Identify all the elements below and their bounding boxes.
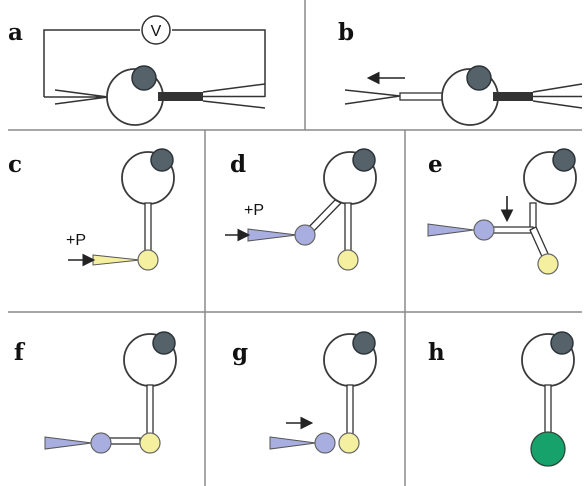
neurite — [346, 384, 354, 435]
neurite — [529, 202, 537, 229]
panel-label-e: e — [428, 151, 443, 178]
panel-label-g: g — [232, 339, 248, 366]
panel-label-a: a — [8, 19, 23, 46]
yellow-cell — [337, 249, 359, 271]
neurite — [146, 384, 154, 435]
yellow-cell — [137, 249, 159, 271]
neurite — [344, 202, 352, 255]
panel-g: g — [232, 331, 377, 454]
pipette-tube — [399, 92, 446, 101]
panel-e: e — [427, 148, 577, 275]
recording-pipette — [44, 89, 109, 105]
blue-pipette — [44, 436, 93, 450]
blue-pipette — [247, 228, 298, 242]
nucleus — [552, 148, 576, 172]
voltmeter — [141, 15, 171, 45]
blue-cell — [90, 432, 112, 454]
panel-b: b — [338, 19, 583, 126]
circuit-wire — [43, 29, 140, 97]
electrode — [158, 92, 203, 101]
blue-cell — [294, 224, 316, 246]
neurite — [544, 384, 552, 434]
blue-pipette — [427, 223, 475, 237]
pipette-tip — [344, 89, 401, 105]
panel-label-h: h — [428, 339, 445, 366]
electrode-tip — [532, 83, 583, 109]
circuit-wire — [172, 29, 266, 97]
nucleus — [152, 331, 176, 355]
yellow-pipette — [92, 254, 141, 266]
neurite-branch — [109, 437, 141, 445]
blue-cell — [314, 432, 336, 454]
neurite-branch — [492, 226, 534, 234]
nucleus — [550, 331, 574, 355]
nucleus — [352, 331, 376, 355]
panel-d: d +P — [225, 148, 377, 271]
neurite — [144, 202, 152, 255]
panel-label-b: b — [338, 19, 354, 46]
green-cell — [530, 431, 566, 467]
panel-label-d: d — [230, 151, 246, 178]
panel-h: h — [428, 331, 575, 467]
nucleus — [150, 148, 174, 172]
electrode — [493, 92, 533, 101]
panel-label-f: f — [14, 339, 26, 366]
blue-pipette — [269, 436, 317, 450]
panel-c: c +P — [8, 148, 175, 271]
nucleus — [466, 65, 492, 91]
nucleus — [352, 148, 376, 172]
electrode-tip — [202, 83, 266, 109]
panel-f: f — [14, 331, 177, 454]
yellow-cell — [537, 253, 559, 275]
voltmeter-symbol: V — [151, 23, 162, 40]
nucleus — [131, 65, 157, 91]
pressure-label: +P — [244, 202, 264, 219]
panel-a: a V — [8, 15, 266, 126]
blue-cell — [473, 219, 495, 241]
yellow-cell — [139, 432, 161, 454]
panel-label-c: c — [8, 151, 22, 178]
yellow-cell — [338, 432, 360, 454]
pressure-label: +P — [66, 232, 86, 249]
